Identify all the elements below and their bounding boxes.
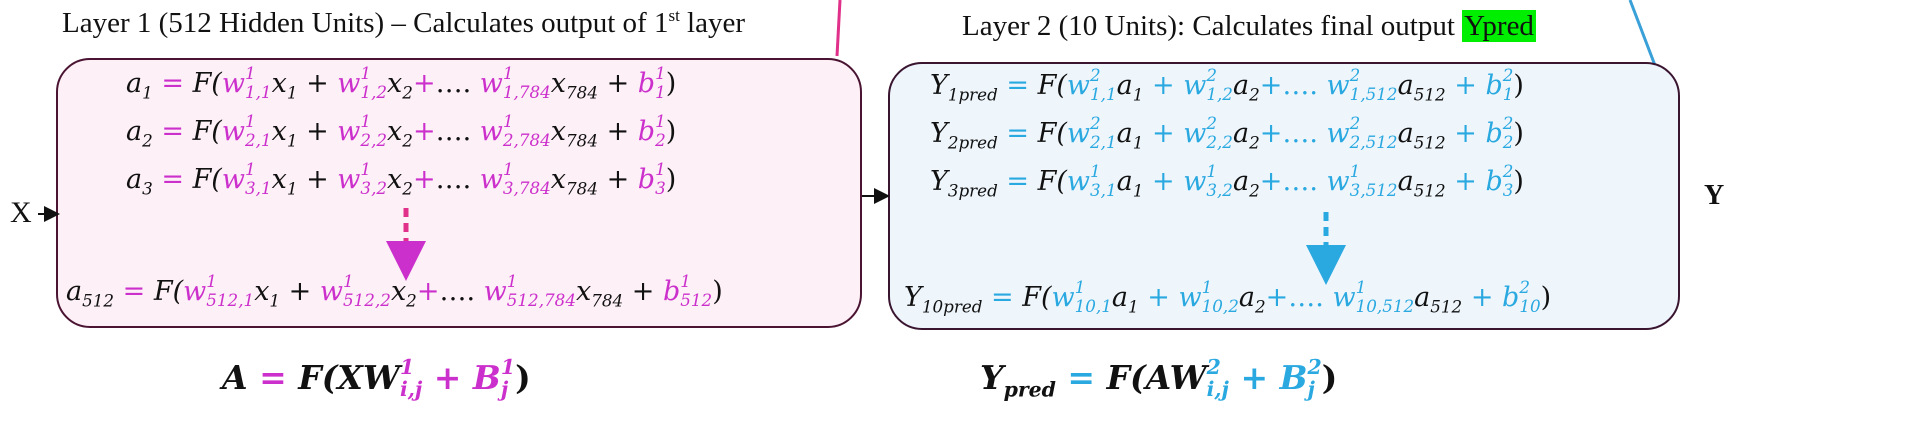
layer2-box — [888, 62, 1680, 330]
matrix-lhs-a: A — [222, 358, 248, 397]
top-connectors — [835, 0, 1658, 69]
matrix-lhs-y: Y — [980, 358, 1004, 397]
layer1-box — [56, 58, 862, 328]
layer2-title: Layer 2 (10 Units): Calculates final out… — [962, 10, 1536, 43]
ypred-highlight: Ypred — [1462, 10, 1536, 42]
output-label: Y — [1704, 180, 1725, 211]
layer1-title-tail: layer — [679, 7, 746, 39]
matrix-op-y: F(AW — [1106, 358, 1207, 397]
input-label: X — [10, 196, 32, 229]
blue-connector — [1628, 0, 1658, 69]
layer2-title-main: Layer 2 (10 Units): Calculates final out… — [962, 10, 1463, 42]
layer1-title-sup: st — [668, 6, 680, 25]
magenta-connector — [835, 0, 842, 57]
layer1-title-main: Layer 1 (512 Hidden Units) – Calculates … — [62, 7, 669, 39]
layer1-title: Layer 1 (512 Hidden Units) – Calculates … — [62, 6, 745, 40]
matrix-op-a: F(XW — [298, 358, 400, 397]
